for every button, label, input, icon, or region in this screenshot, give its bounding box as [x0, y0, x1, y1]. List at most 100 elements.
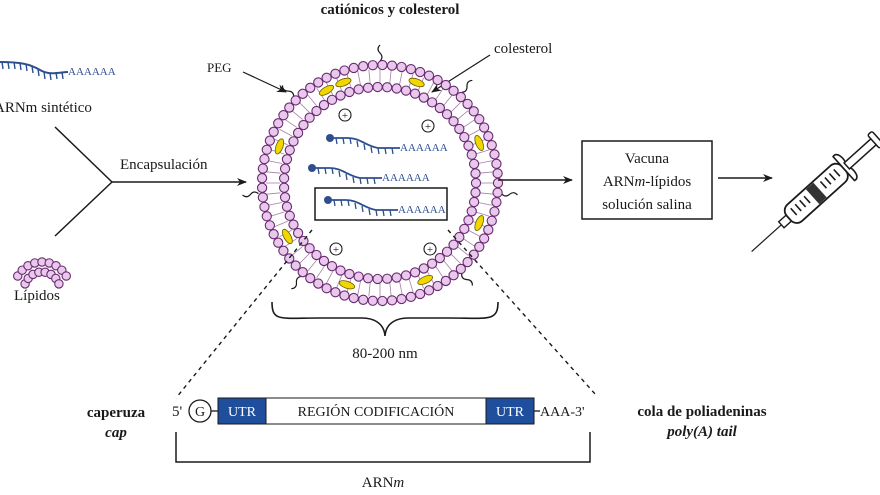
lipid-head [414, 66, 426, 78]
vaccine-line1: Vacuna [625, 151, 669, 167]
lipid-tail [279, 128, 292, 137]
lipid-tail [325, 271, 334, 284]
lipid-tail [468, 128, 481, 137]
cholesterol [318, 84, 335, 96]
lipid-head [483, 224, 494, 235]
lipid-head [367, 60, 378, 71]
lipid-head [353, 84, 364, 95]
cholesterol [417, 274, 434, 286]
lipid-head [339, 290, 350, 301]
utr-3-segment [485, 397, 535, 425]
cholesterol [474, 215, 485, 232]
lipid-head [259, 201, 270, 213]
lipid-tail [462, 238, 476, 247]
cholesterol [274, 138, 285, 155]
encapsulacion-label: Encapsulación [120, 157, 208, 173]
lipid-tail [299, 253, 310, 264]
vaccine-line3: solución salina [602, 197, 692, 213]
rna-base-tick [382, 209, 385, 217]
lipid-head [468, 158, 480, 170]
rna-base-tick [354, 202, 357, 210]
lipid-head [432, 74, 443, 86]
lipid-tail [368, 69, 371, 84]
lipid-head [278, 173, 290, 184]
lipid-head [264, 220, 276, 231]
size-label: 80-200 nm [352, 346, 418, 362]
lipid-tail [307, 94, 317, 106]
lipid-head [335, 265, 346, 276]
lipid-head [386, 60, 398, 71]
lipid-head [405, 63, 417, 75]
lipid-head [292, 127, 304, 139]
lipid-head [377, 59, 388, 71]
lipid-head [391, 83, 402, 94]
rna-base-tick [324, 167, 327, 175]
rna-base-tick [370, 146, 373, 154]
rna-base-tick [37, 68, 40, 77]
lipid-head [330, 287, 341, 298]
lipid-tail [266, 171, 281, 174]
lipid-head [491, 197, 502, 208]
positive-charge-label: + [342, 110, 348, 122]
rna-base-tick [335, 137, 338, 145]
lipid-head [353, 271, 364, 282]
lipid-tail [270, 211, 285, 217]
lipid-head [290, 95, 301, 106]
lipid-tail [336, 275, 343, 289]
vaccine-line2: ARNm-lípidos [603, 174, 692, 190]
rna-base-tick [359, 177, 362, 185]
lipid-head [455, 91, 466, 103]
lipid-head [281, 154, 293, 165]
peg-chain [242, 191, 259, 198]
mrna-backbone [312, 167, 382, 179]
rna-base-tick [333, 199, 336, 207]
rna-base-tick [7, 61, 10, 70]
lipid-head [396, 61, 407, 73]
lipid-tail [426, 82, 435, 95]
lipid-head [273, 237, 284, 248]
lipid-head [297, 88, 308, 99]
lipid-nanoparticle [242, 44, 518, 307]
lipid-tail [357, 281, 361, 295]
lipid-head [462, 98, 473, 110]
arnm-sintetico-label: ARNm sintético [0, 100, 92, 116]
cationic-charges: ++++ [329, 108, 437, 256]
lipid-head [348, 62, 359, 74]
lipid-head [423, 285, 435, 296]
lipid-head [468, 196, 480, 208]
lipid-head [326, 94, 338, 106]
lipid-head [339, 65, 350, 76]
utr-5-label: UTR [228, 405, 257, 420]
rna-base-tick [342, 137, 345, 145]
lipid-head [478, 122, 490, 133]
rna-base-tick [43, 71, 46, 80]
positive-charge-icon [423, 242, 437, 256]
lipid-head [483, 131, 494, 142]
lipid-head [459, 131, 470, 143]
lipid-tail [291, 246, 303, 256]
highlighted-mrna-box [314, 187, 448, 221]
lipid-cluster-icon [13, 257, 71, 289]
rna-base-tick [373, 177, 376, 185]
lipid-tail [268, 202, 282, 206]
lipid-head [256, 173, 268, 184]
lipid-head [257, 163, 269, 174]
rna-base-tick [356, 140, 359, 148]
utr-5-segment [217, 397, 267, 425]
tail-label: cola de poliadeninas [637, 404, 766, 420]
rna-base-tick [31, 65, 34, 74]
rna-base-tick [331, 167, 334, 175]
lipid-head [486, 140, 497, 151]
poly-a-text: AAAAAA [68, 66, 116, 78]
lipid-head [418, 263, 429, 274]
lipid-head [358, 294, 369, 305]
lipid-head [256, 182, 268, 193]
lipid-head [486, 215, 497, 226]
peg-chain [291, 275, 302, 290]
lipid-tail [299, 102, 310, 113]
lipid-head [441, 246, 453, 257]
lipid-tail [478, 202, 492, 206]
lipid-tail [479, 192, 494, 195]
lipid-head [470, 187, 481, 198]
